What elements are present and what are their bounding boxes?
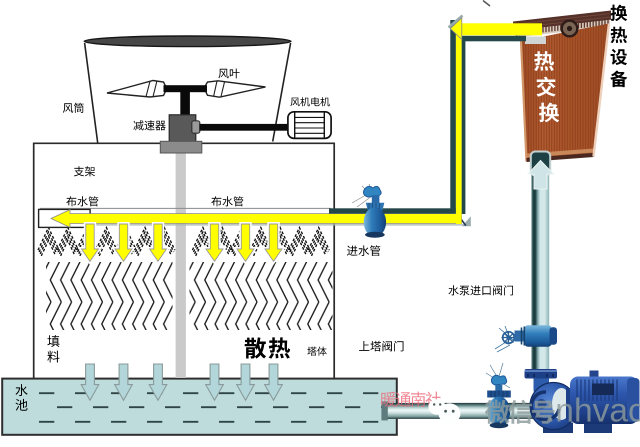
svg-text::nhvaca: :nhvaca — [546, 393, 640, 430]
